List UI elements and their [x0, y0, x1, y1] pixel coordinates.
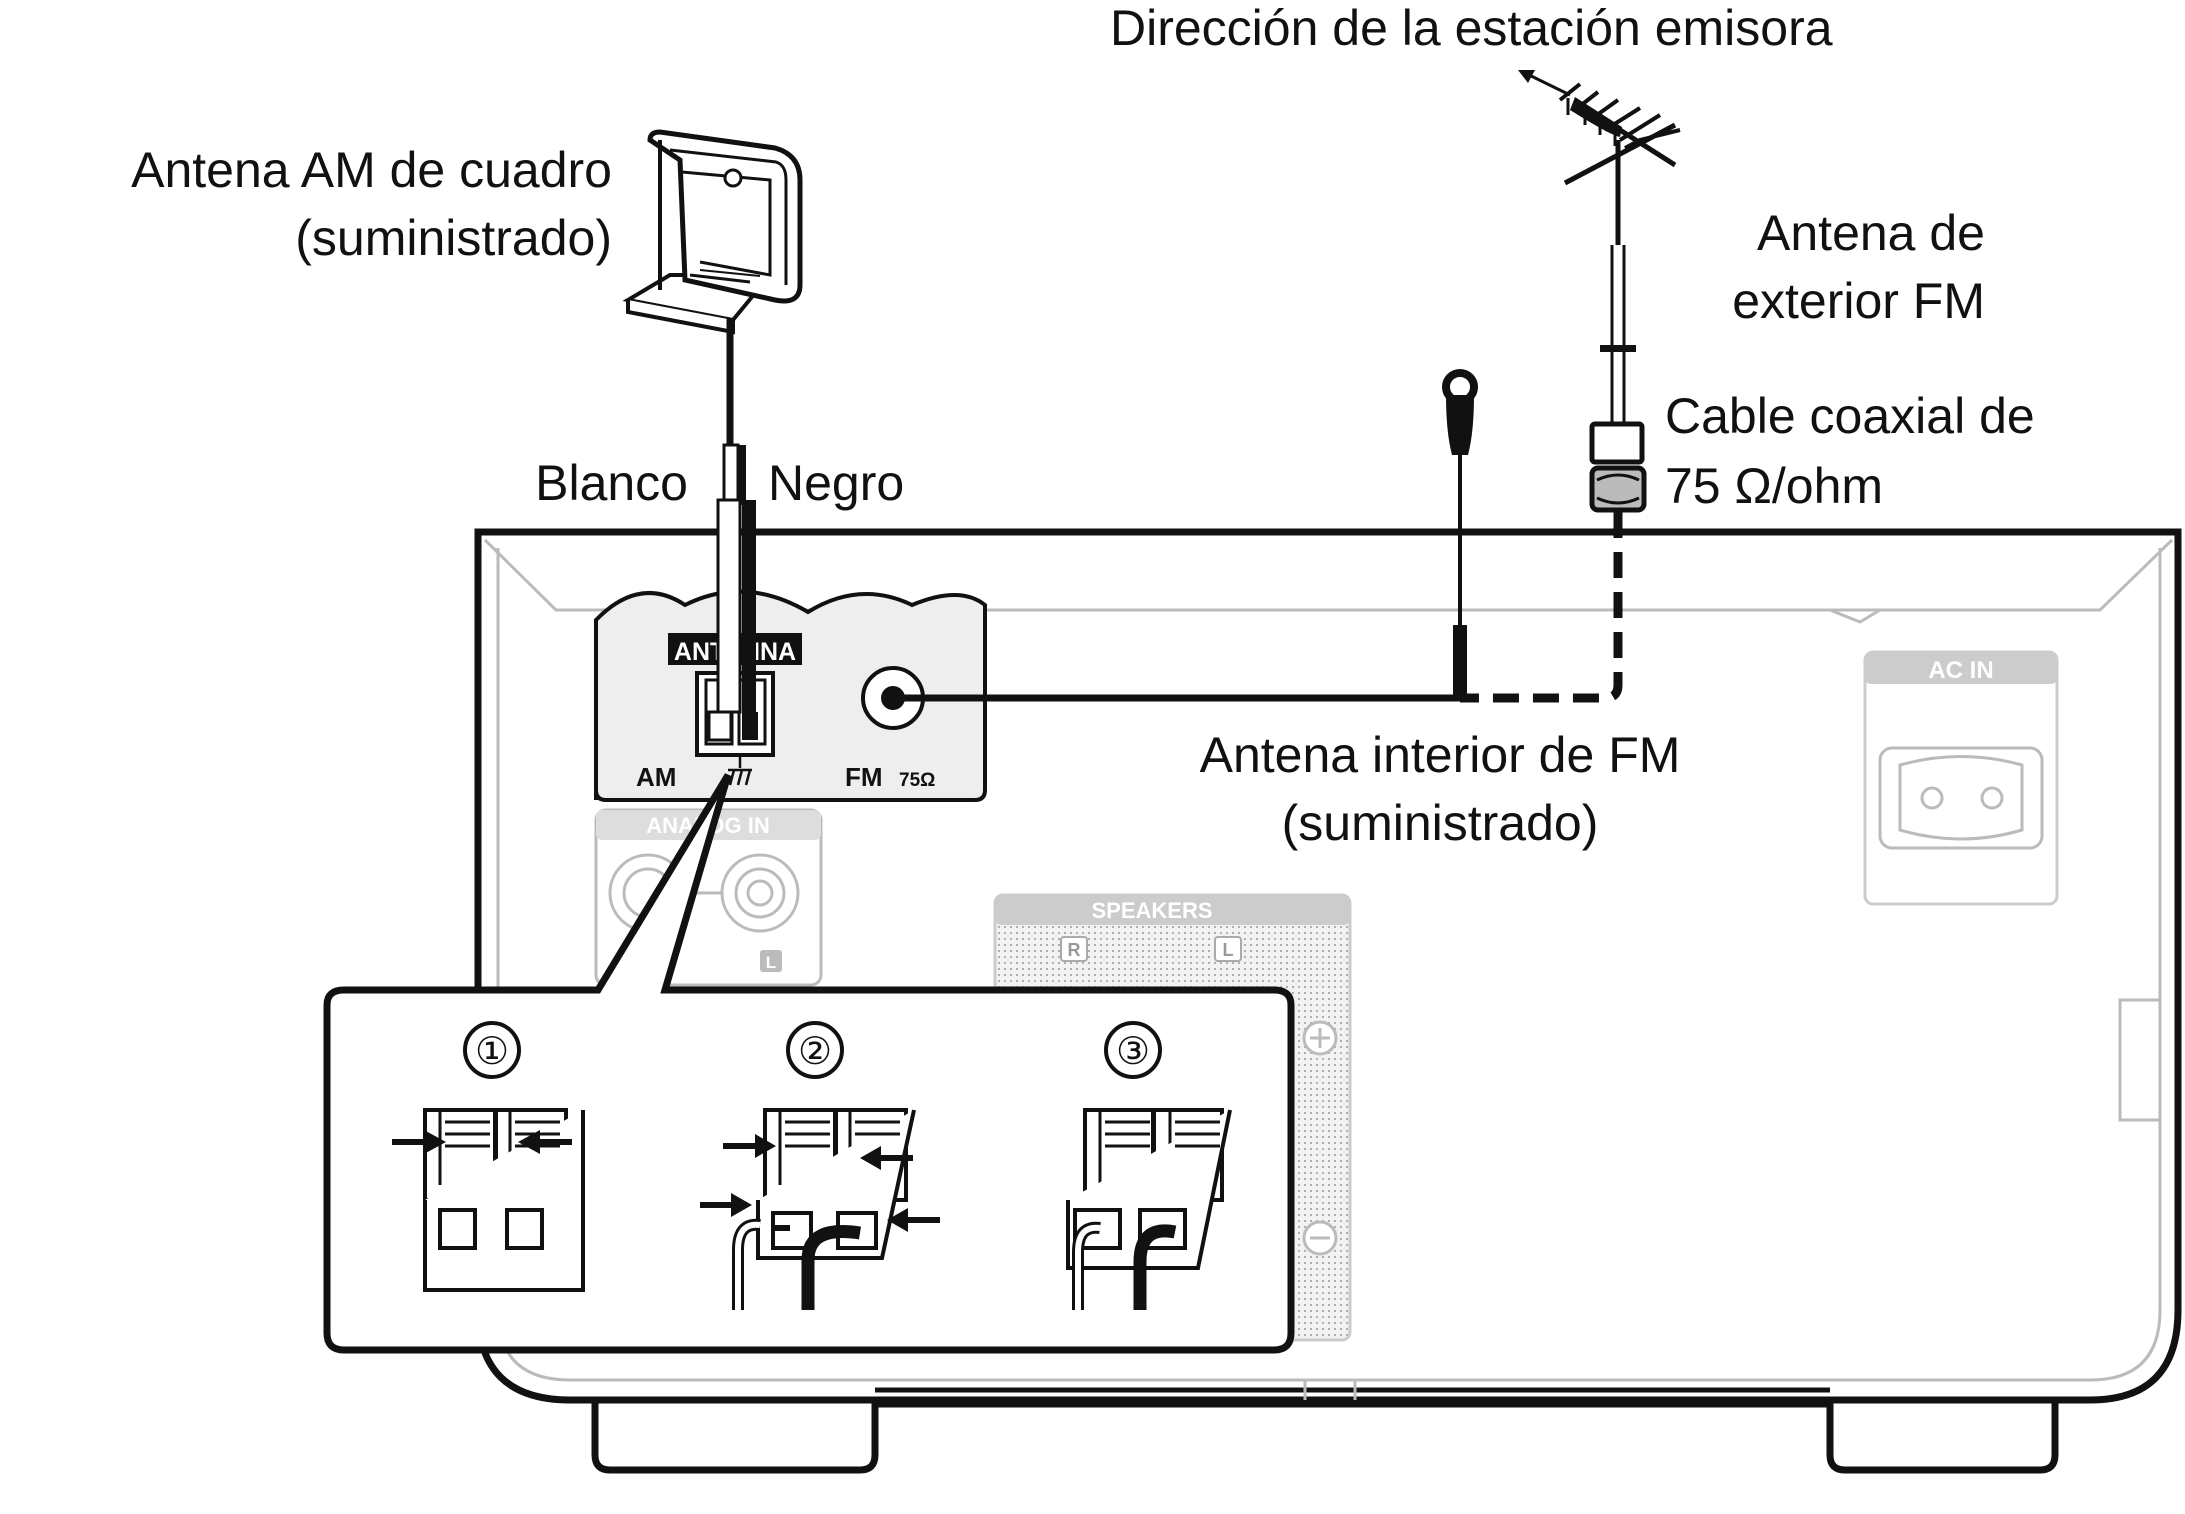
analog-in-l-label: L: [766, 953, 776, 972]
fm-indoor-label-line1: Antena interior de FM: [1200, 727, 1681, 783]
fm-indoor-label-line2: (suministrado): [1282, 795, 1599, 851]
fm-outdoor-coax-dashed: [1460, 512, 1623, 703]
ac-in-label: AC IN: [1928, 657, 1993, 684]
chassis-foot-right: [1826, 1390, 2059, 1474]
black-wire-label: Negro: [768, 455, 904, 511]
direction-arrow-icon: [1524, 71, 1571, 97]
coax-label-line2: 75 Ω/ohm: [1665, 458, 1883, 514]
step-2-press-arrow-icon: [755, 1134, 776, 1158]
step-1-terminal: [423, 1108, 585, 1292]
fm-outdoor-antenna: [1518, 70, 1681, 345]
fm-outdoor-label-line2: exterior FM: [1732, 273, 1985, 329]
fm-ohm-label: 75Ω: [899, 770, 935, 791]
am-label: AM: [636, 762, 676, 792]
am-loop-label-line2: (suministrado): [295, 210, 612, 266]
step-markers: ① ② ③: [463, 1021, 1162, 1079]
coax-label-line1: Cable coaxial de: [1665, 388, 2035, 444]
speakers-label: SPEAKERS: [1091, 898, 1212, 923]
step-1-label: ①: [475, 1031, 509, 1073]
speakers-l-label: L: [1223, 940, 1234, 960]
black-lead: [742, 500, 756, 712]
ac-inlet[interactable]: [1878, 746, 2044, 850]
ground-symbol-icon: [728, 757, 752, 786]
fm-outdoor-label-line1: Antena de: [1757, 205, 1985, 261]
step-3-terminal: [1066, 1108, 1232, 1270]
white-lead: [716, 498, 742, 714]
step-2-terminal: [756, 1108, 916, 1260]
am-wire-white-conductor: [722, 443, 740, 507]
direction-label: Dirección de la estación emisora: [1110, 0, 1833, 56]
ac-in-panel: AC IN: [1863, 650, 2059, 906]
speakers-r-label: R: [1068, 940, 1081, 960]
step-2-label: ②: [798, 1031, 832, 1073]
am-loop-antenna: [622, 129, 803, 335]
coax-connector: [1589, 345, 1647, 513]
chassis-foot-left: [591, 1390, 879, 1474]
step-3-label: ③: [1116, 1031, 1150, 1073]
chassis-inner-line: [483, 538, 2174, 612]
am-loop-label-line1: Antena AM de cuadro: [131, 142, 612, 198]
fm-indoor-antenna: [893, 369, 1478, 702]
white-wire-label: Blanco: [535, 455, 688, 511]
fm-label: FM: [845, 762, 883, 792]
